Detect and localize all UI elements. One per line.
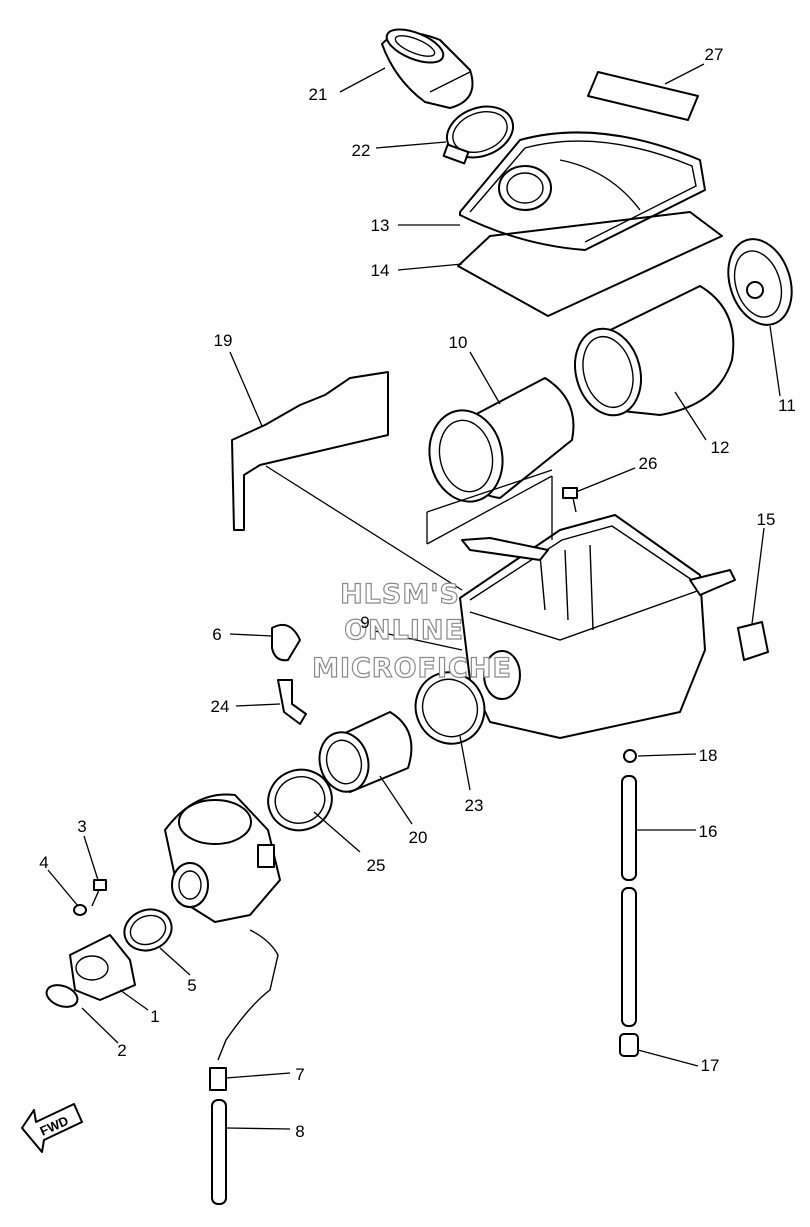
callout-9: 9 bbox=[360, 613, 369, 632]
callout-12: 12 bbox=[711, 438, 730, 457]
part-17-plug bbox=[619, 1033, 639, 1057]
part-8-hose bbox=[211, 1099, 227, 1205]
callout-16: 16 bbox=[699, 822, 718, 841]
part-5-clamp bbox=[123, 908, 173, 952]
part-25-clamp bbox=[267, 768, 333, 832]
part-10-inner-filter bbox=[428, 377, 575, 503]
part-13-airbox-cover bbox=[459, 131, 706, 251]
part-4-washer bbox=[73, 904, 87, 916]
part-11-end-cap bbox=[727, 238, 793, 326]
callout-19: 19 bbox=[214, 331, 233, 350]
part-18-clip bbox=[623, 749, 637, 763]
callout-27: 27 bbox=[705, 45, 724, 64]
leader-lines bbox=[47, 63, 781, 1130]
callout-6: 6 bbox=[212, 625, 221, 644]
callout-numbers: 21 22 13 14 27 19 10 12 11 26 15 9 6 24 … bbox=[39, 45, 796, 1141]
callout-5: 5 bbox=[187, 976, 196, 995]
callout-2: 2 bbox=[117, 1041, 126, 1060]
part-20-joint bbox=[318, 711, 413, 793]
callout-14: 14 bbox=[371, 261, 390, 280]
callout-1: 1 bbox=[150, 1007, 159, 1026]
part-9-airbox-body bbox=[459, 514, 736, 739]
callout-26: 26 bbox=[639, 454, 658, 473]
callout-4: 4 bbox=[39, 853, 48, 872]
callout-17: 17 bbox=[701, 1056, 720, 1075]
part-19-plate bbox=[231, 371, 389, 531]
part-24-elbow bbox=[277, 679, 307, 725]
part-2-o-ring bbox=[45, 984, 79, 1008]
watermark: HLSM'S ONLINE MICROFICHE bbox=[311, 578, 512, 684]
part-14-gasket bbox=[457, 211, 723, 317]
part-16-hose bbox=[621, 775, 637, 1027]
callout-3: 3 bbox=[77, 817, 86, 836]
part-27-label bbox=[587, 71, 699, 121]
carb-drain-hose bbox=[217, 929, 279, 1061]
callout-25: 25 bbox=[367, 856, 386, 875]
callout-24: 24 bbox=[211, 697, 230, 716]
part-1-joint bbox=[69, 934, 136, 1001]
carburetor bbox=[164, 793, 281, 923]
callout-13: 13 bbox=[371, 216, 390, 235]
part-6-cap bbox=[271, 624, 301, 662]
callout-22: 22 bbox=[352, 141, 371, 160]
part-26-bolt bbox=[562, 487, 578, 513]
callout-8: 8 bbox=[295, 1122, 304, 1141]
callout-20: 20 bbox=[409, 828, 428, 847]
callout-11: 11 bbox=[778, 396, 796, 415]
forward-arrow-icon: FWD bbox=[21, 1103, 83, 1153]
part-15-clip bbox=[737, 621, 769, 661]
callout-21: 21 bbox=[309, 85, 328, 104]
part-12-outer-filter bbox=[574, 285, 735, 417]
callout-7: 7 bbox=[295, 1065, 304, 1084]
callout-15: 15 bbox=[757, 510, 776, 529]
part-21-intake-duct bbox=[381, 28, 474, 109]
watermark-line-3: MICROFICHE bbox=[312, 653, 512, 684]
part-7-plug bbox=[209, 1067, 227, 1091]
part-23-clamp bbox=[414, 671, 486, 745]
callout-18: 18 bbox=[699, 746, 718, 765]
part-3-screw bbox=[91, 879, 107, 907]
part-22-clamp bbox=[442, 105, 514, 165]
callout-23: 23 bbox=[465, 796, 484, 815]
watermark-line-1: HLSM'S bbox=[340, 579, 460, 610]
callout-10: 10 bbox=[449, 333, 468, 352]
watermark-line-2: ONLINE bbox=[344, 615, 464, 646]
